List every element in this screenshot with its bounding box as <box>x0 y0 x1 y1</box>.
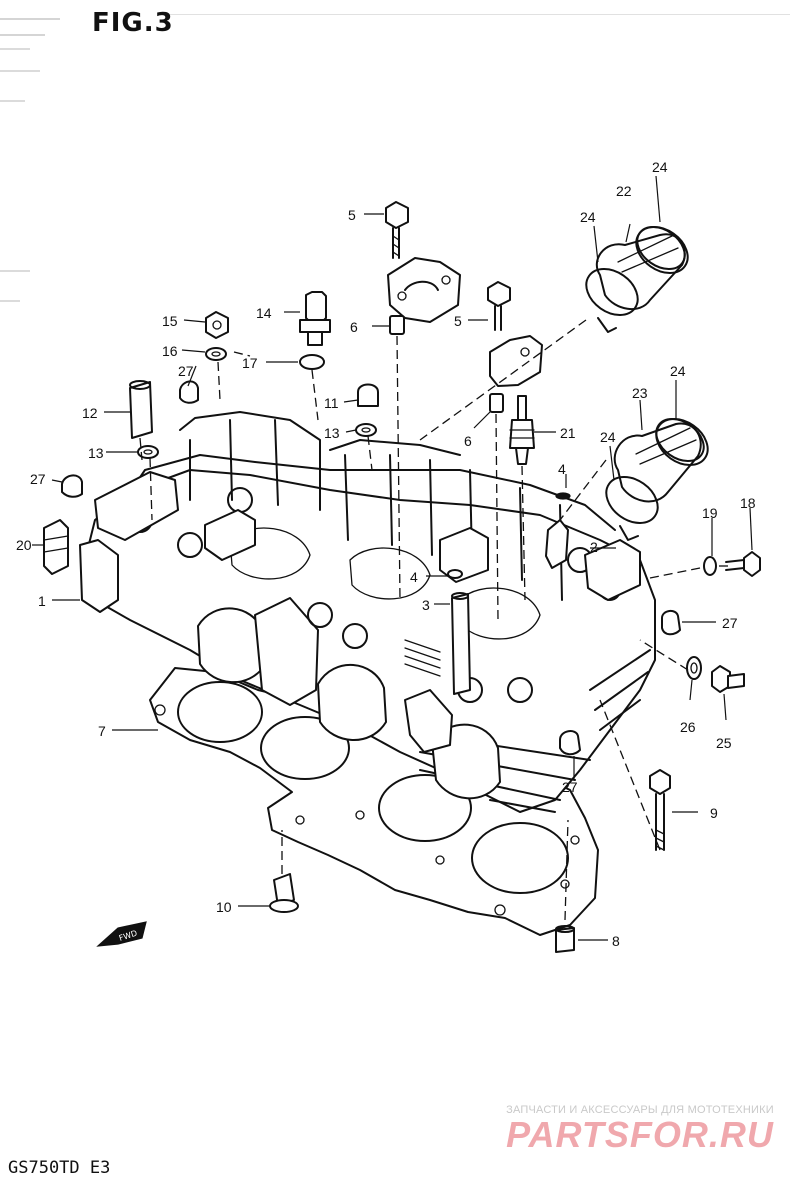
callout-9: 9 <box>710 805 718 821</box>
tube-12 <box>129 380 153 439</box>
dowel-8 <box>555 925 575 953</box>
washer-13-right <box>355 423 377 437</box>
callout-24: 24 <box>580 209 596 225</box>
callout-17: 17 <box>242 355 258 371</box>
washer-26 <box>686 656 702 680</box>
callout-11: 11 <box>324 395 339 411</box>
plug-27-right <box>661 610 681 636</box>
clamp-24-upper-left <box>585 268 639 333</box>
callout-14: 14 <box>256 305 272 321</box>
nut-15 <box>205 311 229 339</box>
callout-22: 22 <box>616 183 632 199</box>
callout-5: 5 <box>348 207 356 223</box>
spark-plug-21 <box>509 395 535 465</box>
clamp-24-upper-right <box>635 226 689 274</box>
callout-16: 16 <box>162 343 178 359</box>
plug-27-left <box>61 474 83 498</box>
callout-26: 26 <box>680 719 696 735</box>
plug-27-upper <box>179 380 199 404</box>
intake-pipe-23 <box>613 418 705 503</box>
bolt-10 <box>269 873 299 913</box>
callout-27: 27 <box>562 779 578 795</box>
callout-25: 25 <box>716 735 732 751</box>
callout-24: 24 <box>670 363 686 379</box>
washer-19 <box>703 556 717 576</box>
callout-12: 12 <box>82 405 98 421</box>
watermark-tagline: ЗАПЧАСТИ И АКСЕССУАРЫ ДЛЯ МОТОТЕХНИКИ <box>506 1104 774 1116</box>
callout-27: 27 <box>178 363 194 379</box>
leader-lines <box>32 175 753 941</box>
callout-2: 2 <box>590 539 598 555</box>
washer-16 <box>205 347 227 361</box>
dowel-6-lower <box>489 393 504 413</box>
callout-8: 8 <box>612 933 620 949</box>
fitting-14 <box>299 291 331 346</box>
callout-23: 23 <box>632 385 648 401</box>
intake-pipe-22 <box>595 226 686 310</box>
callout-4: 4 <box>410 569 418 585</box>
cam-holder-cap-upper <box>387 257 461 323</box>
bolt-18 <box>725 551 761 577</box>
clamp-24-lower-left <box>605 476 659 541</box>
callout-18: 18 <box>740 495 756 511</box>
callout-27: 27 <box>30 471 46 487</box>
callout-5: 5 <box>454 313 462 329</box>
callout-3: 3 <box>422 597 430 613</box>
clamp-24-lower-right <box>655 418 709 466</box>
callout-15: 15 <box>162 313 178 329</box>
valve-guide-3 <box>451 592 471 695</box>
clip-4-upper <box>555 492 571 500</box>
o-ring-17 <box>299 354 325 370</box>
callout-1: 1 <box>38 593 46 609</box>
scan-noise <box>0 14 790 302</box>
callout-4: 4 <box>558 461 566 477</box>
cap-nut-11 <box>357 383 379 407</box>
callout-10: 10 <box>216 899 232 915</box>
bracket-20 <box>43 519 69 575</box>
callout-19: 19 <box>702 505 718 521</box>
plug-bolt-25 <box>711 665 745 693</box>
forward-arrow-icon: FWD <box>96 921 147 947</box>
cylinder-head <box>79 411 656 813</box>
callout-13: 13 <box>88 445 104 461</box>
model-code: GS750TD E3 <box>8 1158 111 1178</box>
clip-4-lower <box>447 569 463 579</box>
callout-24: 24 <box>652 159 668 175</box>
callout-24: 24 <box>600 429 616 445</box>
bolt-5-upper <box>385 201 409 259</box>
callout-7: 7 <box>98 723 106 739</box>
callout-21: 21 <box>560 425 576 441</box>
callout-6: 6 <box>464 433 472 449</box>
cam-holder-cap-lower <box>489 335 543 387</box>
figure-title: FIG.3 <box>92 8 174 38</box>
callout-20: 20 <box>16 537 32 553</box>
bolt-9 <box>649 769 671 851</box>
callout-13: 13 <box>324 425 340 441</box>
dowel-6-upper <box>389 315 405 335</box>
watermark-brand-logo: PARTSFOR.RU <box>506 1114 774 1155</box>
plug-27-lower <box>559 730 581 756</box>
bolt-5-lower <box>487 281 511 331</box>
callout-27: 27 <box>722 615 738 631</box>
callout-6: 6 <box>350 319 358 335</box>
callout-labels: 24 22 24 5 14 15 6 5 16 17 27 24 23 11 1… <box>16 159 756 949</box>
